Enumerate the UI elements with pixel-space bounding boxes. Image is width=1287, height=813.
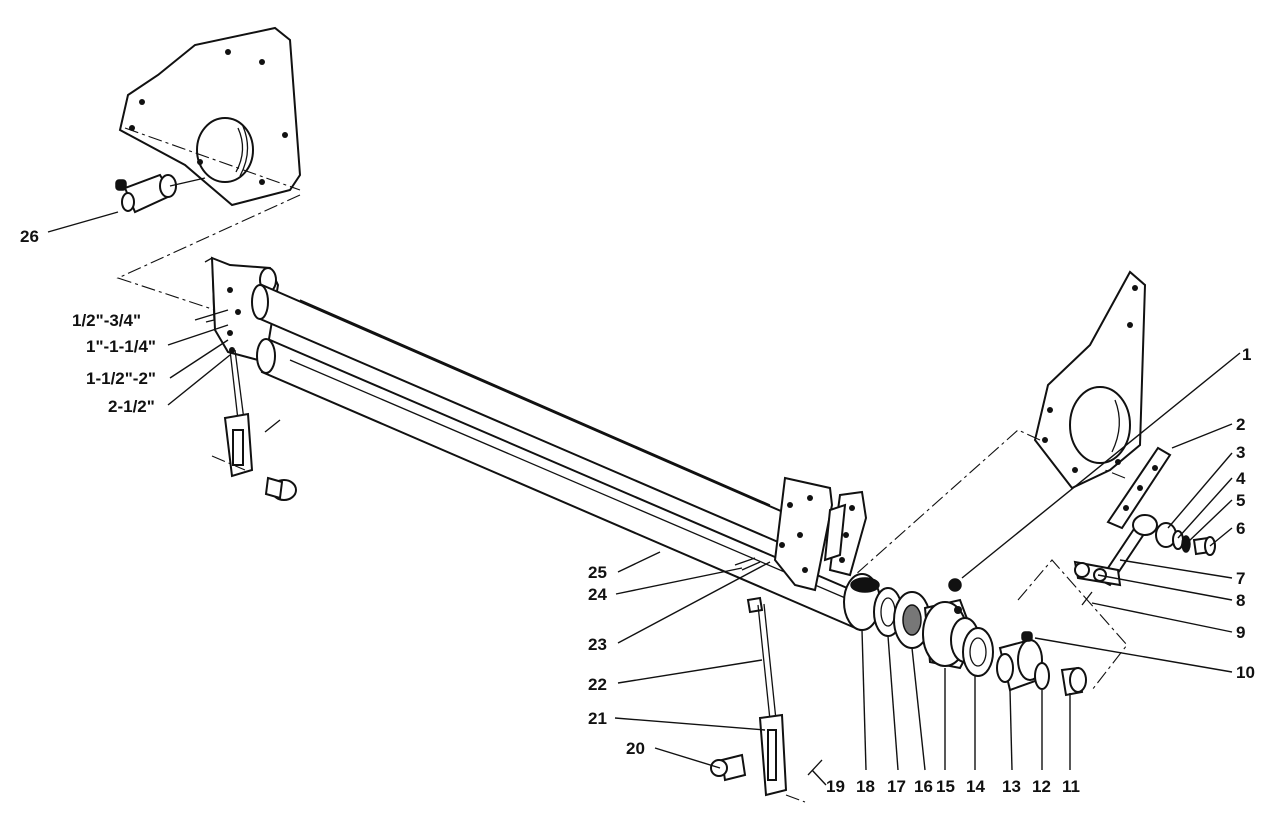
callout-7: 7 — [1236, 569, 1245, 588]
center-bracket — [734, 476, 868, 592]
lever-assembly — [1073, 446, 1216, 606]
callout-6: 6 — [1236, 519, 1245, 538]
callout-18: 18 — [856, 777, 875, 796]
callout-8: 8 — [1236, 591, 1245, 610]
left-side-plate — [118, 26, 302, 207]
callout-20: 20 — [626, 739, 645, 758]
callout-24: 24 — [588, 585, 607, 604]
callout-23: 23 — [588, 635, 607, 654]
callout-22: 22 — [588, 675, 607, 694]
assembly-line-right — [854, 429, 1041, 576]
callout-13: 13 — [1002, 777, 1021, 796]
callout-19: 19 — [826, 777, 845, 796]
callout-5: 5 — [1236, 491, 1245, 510]
height-setting-4: 2-1/2" — [108, 397, 155, 416]
main-roller — [256, 338, 877, 632]
assembly-line-plate — [1104, 469, 1126, 479]
bearing-stack — [843, 573, 1087, 697]
callout-14: 14 — [966, 777, 985, 796]
height-setting-1: 1/2"-3/4" — [72, 311, 141, 330]
callout-9: 9 — [1236, 623, 1245, 642]
left-adjuster-rod — [211, 349, 297, 501]
callout-10: 10 — [1236, 663, 1255, 682]
height-setting-3: 1-1/2"-2" — [86, 369, 156, 388]
callout-25: 25 — [588, 563, 607, 582]
upper-shaft — [251, 283, 792, 547]
assembly-line-left — [116, 194, 301, 311]
callout-26: 26 — [20, 227, 39, 246]
height-setting-2: 1"-1-1/4" — [86, 337, 156, 356]
part-26-coupler — [115, 173, 206, 214]
callout-11: 11 — [1062, 777, 1080, 796]
callout-16: 16 — [914, 777, 933, 796]
assembly-line-lever — [1017, 559, 1128, 691]
callout-1: 1 — [1242, 345, 1251, 364]
right-side-plate — [1033, 270, 1147, 490]
callout-15: 15 — [936, 777, 955, 796]
callout-21: 21 — [588, 709, 607, 728]
callout-labels: 26 1 2 3 4 5 6 7 8 9 10 11 12 13 14 15 1… — [20, 227, 1255, 796]
callout-17: 17 — [887, 777, 906, 796]
leader-lines — [47, 211, 1241, 786]
callout-2: 2 — [1236, 415, 1245, 434]
callout-3: 3 — [1236, 443, 1245, 462]
callout-4: 4 — [1236, 469, 1246, 488]
callout-12: 12 — [1032, 777, 1051, 796]
center-adjuster-rod — [710, 596, 823, 803]
